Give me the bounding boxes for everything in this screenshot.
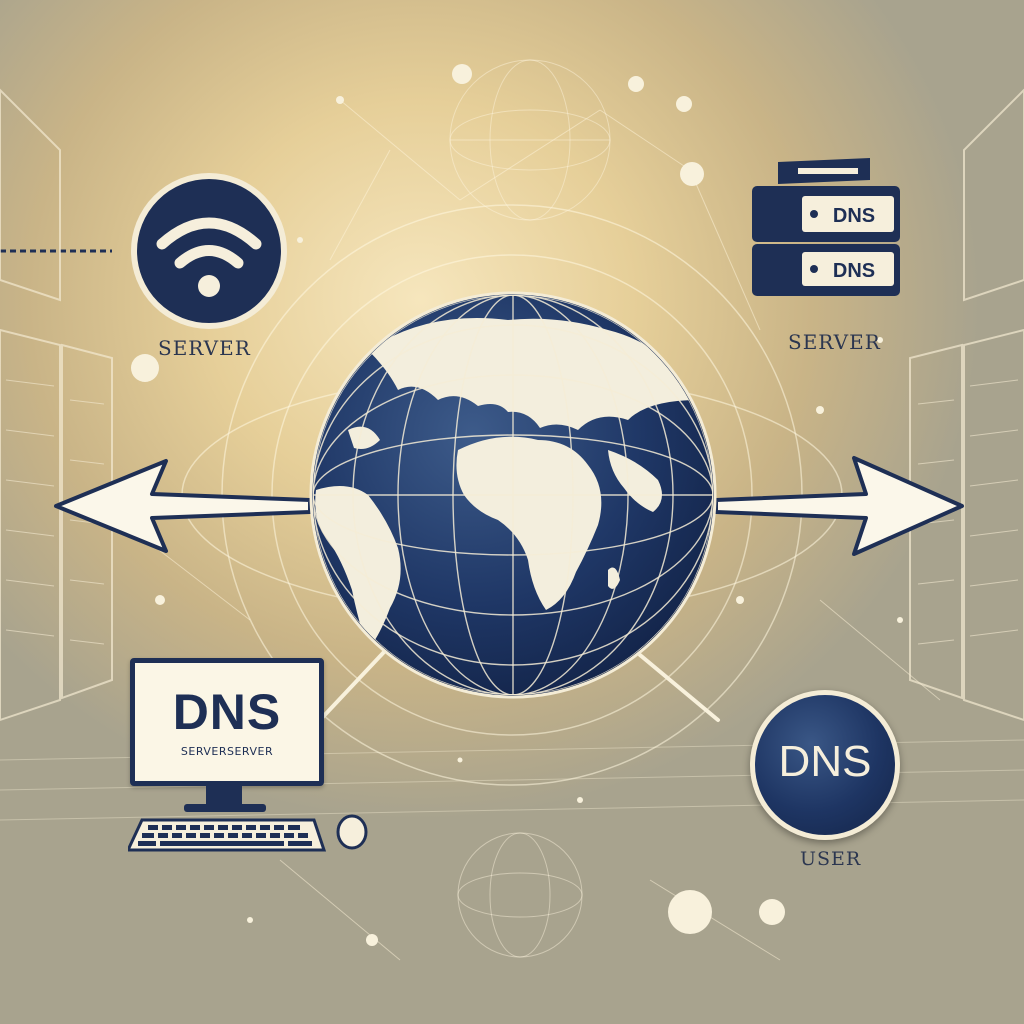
wifi-icon: [131, 173, 287, 329]
wifi-badge: [130, 172, 288, 330]
monitor-screen: DNS SERVERSERVER: [130, 658, 324, 786]
monitor: DNS SERVERSERVER: [128, 658, 368, 858]
globe-icon: [309, 291, 717, 699]
user-badge: DNS: [750, 690, 900, 840]
server-label-bottom: DNS: [833, 260, 875, 282]
mouse-icon: [336, 814, 368, 850]
server-icon: DNS DNS: [752, 158, 900, 296]
server-label-left: SERVER: [158, 336, 251, 360]
keyboard-icon: [128, 818, 327, 852]
monitor-subtitle: SERVERSERVER: [180, 745, 274, 758]
server-label-right: SERVER: [788, 330, 881, 354]
monitor-icon: [184, 786, 266, 812]
globe: [308, 290, 718, 700]
arrow-left-icon: [54, 459, 312, 553]
arrow-right-icon: [714, 456, 964, 556]
monitor-title: DNS: [172, 684, 282, 740]
server-stack: DNS DNS: [748, 150, 908, 300]
user-label: USER: [800, 848, 862, 870]
server-label-top: DNS: [833, 205, 875, 227]
user-badge-title: DNS: [778, 737, 872, 786]
